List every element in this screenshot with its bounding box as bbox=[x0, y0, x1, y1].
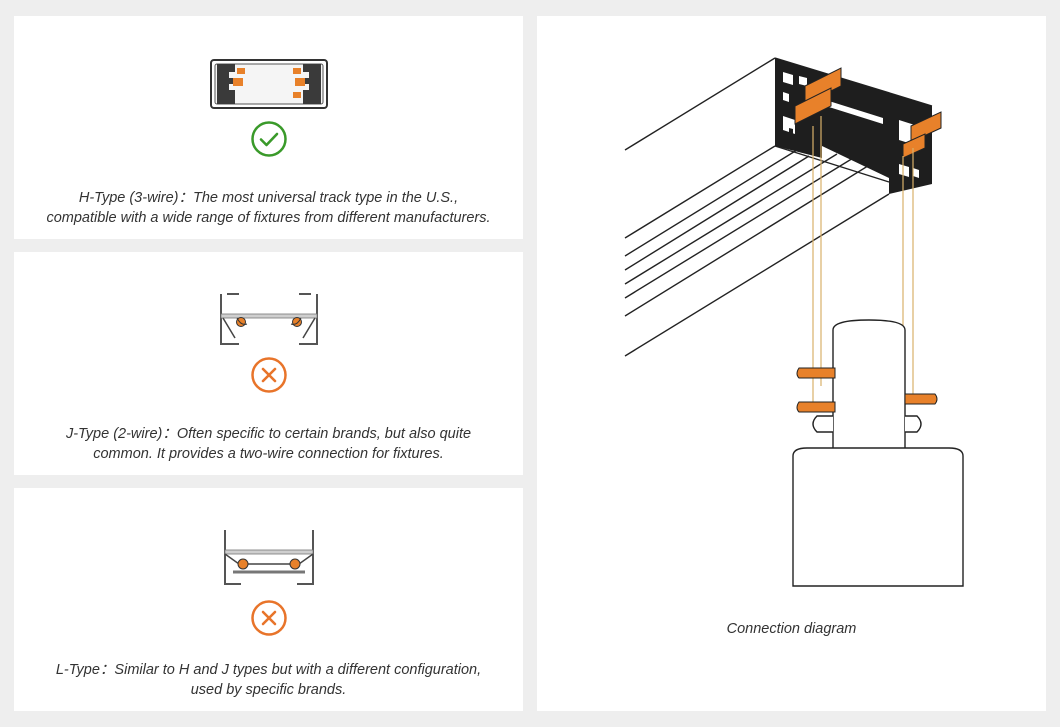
l-type-description: L-Type：Similar to H and J types but with… bbox=[55, 662, 482, 698]
h-type-profile-icon bbox=[209, 59, 328, 109]
connection-diagram-illustration bbox=[624, 57, 964, 587]
diagram-caption: Connection diagram bbox=[726, 621, 857, 637]
j-type-profile-icon bbox=[219, 293, 318, 345]
check-circle-icon bbox=[250, 121, 287, 157]
l-type-card: L-Type：Similar to H and J types but with… bbox=[14, 488, 523, 711]
l-type-name: L-Type bbox=[55, 662, 100, 678]
cross-circle-icon bbox=[250, 357, 287, 393]
j-type-card: J-Type (2-wire)：Often specific to certai… bbox=[14, 252, 523, 475]
l-type-profile-icon bbox=[223, 530, 314, 585]
j-type-description: J-Type (2-wire)：Often specific to certai… bbox=[65, 426, 472, 462]
j-type-name: J-Type (2-wire) bbox=[65, 426, 163, 442]
h-type-description: H-Type (3-wire)：The most universal track… bbox=[46, 190, 491, 226]
h-type-card: H-Type (3-wire)：The most universal track… bbox=[14, 16, 523, 239]
connection-diagram-card: Connection diagram bbox=[537, 16, 1046, 711]
h-type-name: H-Type (3-wire) bbox=[78, 190, 179, 206]
cross-circle-icon bbox=[250, 600, 287, 636]
